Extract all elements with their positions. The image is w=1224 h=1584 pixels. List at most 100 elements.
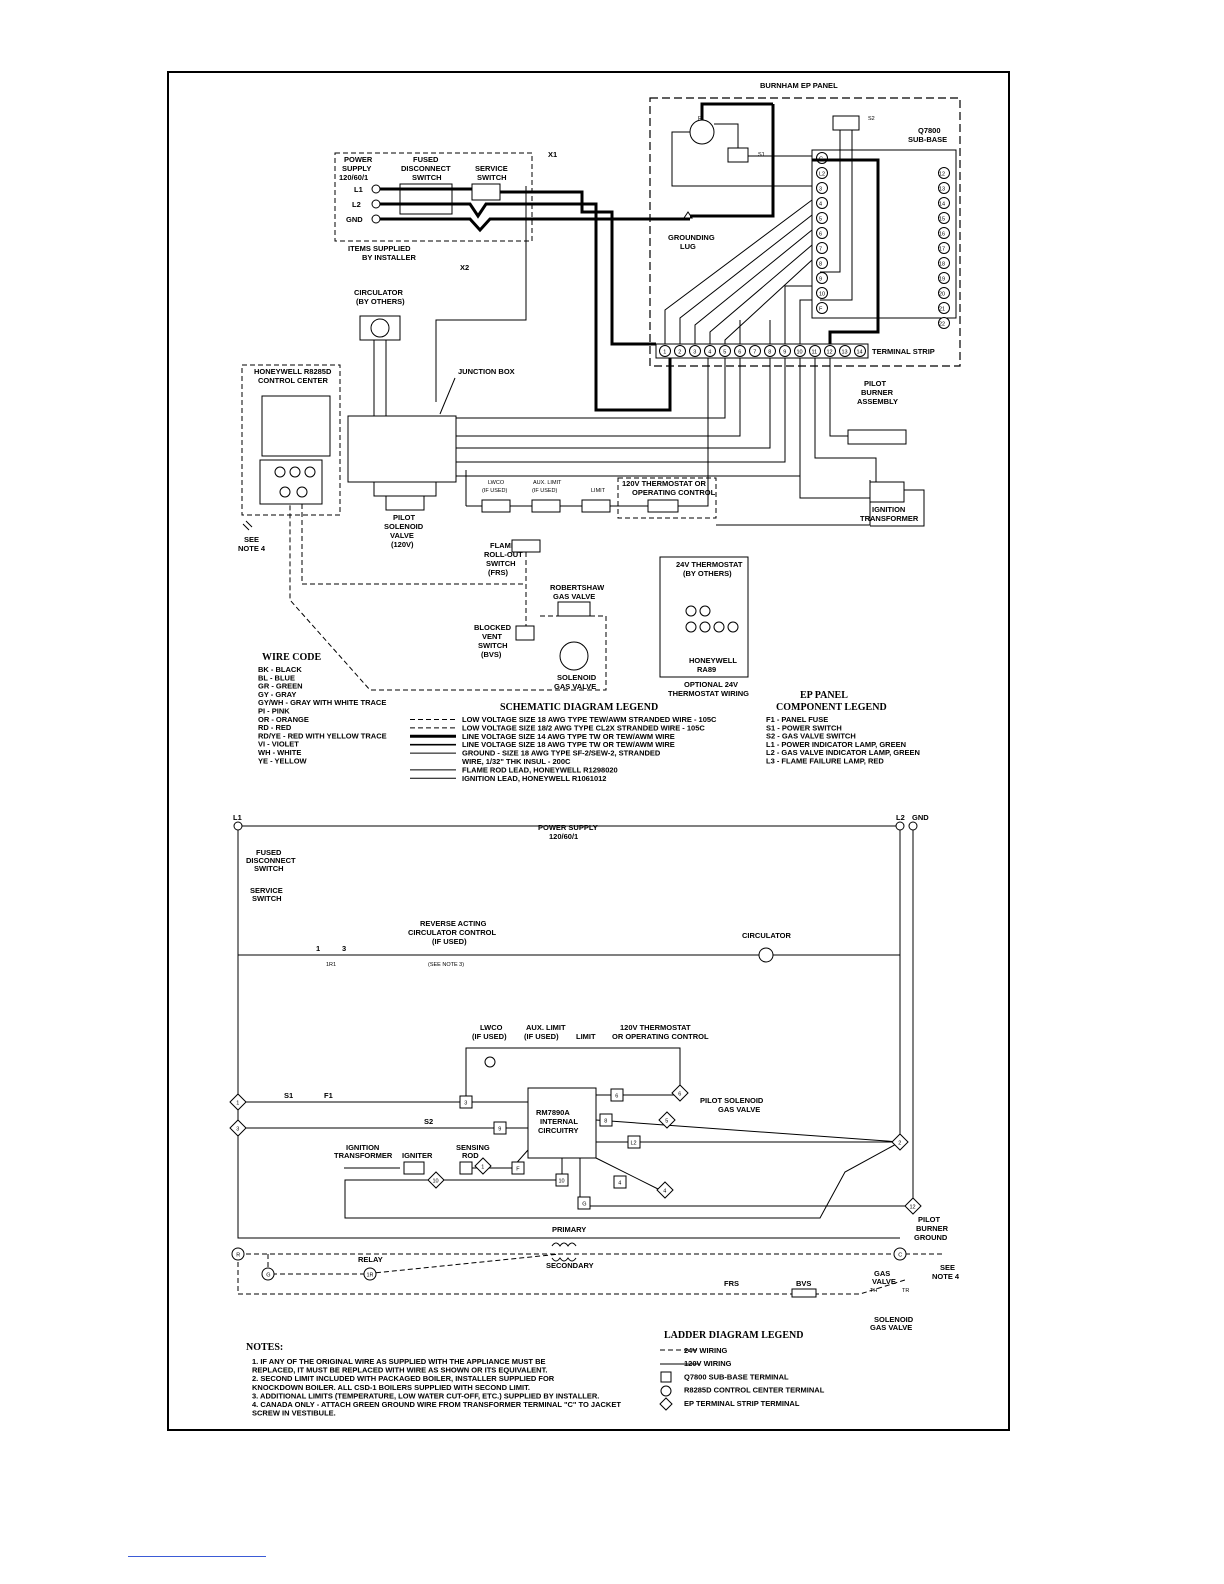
ladder-lwco-label: LWCO — [480, 1023, 503, 1032]
note-line: 1. IF ANY OF THE ORIGINAL WIRE AS SUPPLI… — [252, 1357, 546, 1366]
strip-terminal — [824, 345, 836, 357]
r8285d-terminal-c — [279, 486, 291, 498]
strip-terminal — [734, 345, 746, 357]
q7800-left-terminal-label: 7 — [819, 247, 822, 253]
ra89-terminal-4 — [727, 621, 739, 633]
ep-legend-item: L3 - FLAME FAILURE LAMP, RED — [766, 757, 884, 766]
r8285d-terminal-circle — [893, 1247, 907, 1261]
ep-terminal-number: 5 — [665, 1119, 668, 1125]
ep-legend-title: EP PANEL — [800, 690, 848, 701]
items-supplied-label: ITEMS SUPPLIED — [348, 244, 411, 253]
see-note-3-label: (SEE NOTE 3) — [428, 962, 464, 968]
bvs-label-4: (BVS) — [481, 650, 502, 659]
r8285d-terminal-g — [296, 486, 308, 498]
q7800-left-terminal — [816, 182, 828, 194]
q7800-left-terminal-label: 10 — [819, 292, 825, 298]
pilot-burner-label: PILOT — [864, 379, 887, 388]
x2-label: X2 — [460, 263, 469, 272]
strip-terminal — [674, 345, 686, 357]
rm7890a-circuitry: CIRCUITRY — [538, 1126, 579, 1135]
q7800-terminal-square — [627, 1135, 641, 1149]
q7800-sublabel: SUB-BASE — [908, 135, 947, 144]
strip-terminal — [659, 345, 671, 357]
ladder-aux-if-used: (IF USED) — [524, 1032, 559, 1041]
strip-terminal-label: 10 — [797, 350, 803, 356]
r8285d-terminal-circle — [231, 1247, 245, 1261]
panel-internal-wires — [671, 123, 853, 301]
r8285d-sublabel: CONTROL CENTER — [258, 376, 328, 385]
q7800-left-terminal — [816, 197, 828, 209]
flame-rod-lead — [814, 358, 877, 482]
bk-return-wire — [716, 480, 871, 526]
ep-legend: EP PANEL COMPONENT LEGEND F1 - PANEL FUS… — [766, 690, 920, 766]
q7800-right-terminal-label: 13 — [939, 187, 945, 193]
strip-terminal — [809, 345, 821, 357]
ladder-fused-label: FUSED — [256, 848, 282, 857]
strip-terminal — [704, 345, 716, 357]
top-lwco-if-used: (IF USED) — [482, 488, 508, 494]
ladder-switch-label: SWITCH — [254, 864, 284, 873]
robertshaw-gas-valve-label: GAS VALVE — [553, 592, 595, 601]
footer-link-underline — [128, 1556, 266, 1557]
limit-switch-icon — [581, 499, 611, 513]
q7800-right-terminal — [938, 227, 950, 239]
r8285d-terminal-number: 1R — [367, 1273, 374, 1279]
ladder-ignition-label: IGNITION — [346, 1143, 379, 1152]
optional-24v-label: OPTIONAL 24V — [684, 680, 738, 689]
note-line: KNOCKDOWN BOILER. ALL CSD-1 BOILERS SUPP… — [252, 1383, 530, 1392]
q7800-left-terminal-label: L2 — [819, 172, 825, 178]
terminal-strip-label: TERMINAL STRIP — [872, 347, 935, 356]
schematic-legend-item: LINE VOLTAGE SIZE 18 AWG TYPE TW OR TEW/… — [462, 740, 675, 749]
ps-l1-label: L1 — [354, 185, 363, 194]
q7800-left-terminal — [816, 227, 828, 239]
strip-terminal — [764, 345, 776, 357]
rod-label: ROD — [462, 1151, 479, 1160]
ladder-pilot-solenoid-label: PILOT SOLENOID — [700, 1096, 764, 1105]
q7800-left-terminal — [816, 302, 828, 314]
l2-terminal — [371, 199, 381, 209]
ep-panel: BURNHAM EP PANEL F1 S1 S2 Q7800 SUB-BASE… — [649, 81, 961, 367]
sensing-rod-icon — [459, 1161, 473, 1175]
ep-legend-item: S1 - POWER SWITCH — [766, 723, 842, 732]
frs-label-4: (FRS) — [488, 568, 508, 577]
strip-terminal — [749, 345, 761, 357]
ladder-legend-title: LADDER DIAGRAM LEGEND — [664, 1330, 803, 1341]
ladder-power-supply-label: POWER SUPPLY — [538, 823, 598, 832]
strip-terminal — [689, 345, 701, 357]
power-supply-label-2: SUPPLY — [342, 164, 371, 173]
igniter-icon — [403, 1161, 425, 1175]
frs-switch-icon — [511, 539, 541, 553]
switch-s2-icon — [832, 115, 860, 131]
q7800-right-terminal — [938, 302, 950, 314]
ladder-rails — [237, 825, 914, 1239]
gnd-feed-wire — [380, 217, 690, 233]
t-terminal-1 — [685, 605, 697, 617]
circulator: CIRCULATOR (BY OTHERS) — [354, 288, 405, 482]
panel-ground-wire — [690, 102, 775, 218]
q7800-right-terminal-label: 19 — [939, 277, 945, 283]
ladder-service-label: SERVICE — [250, 886, 283, 895]
frs-label-3: SWITCH — [486, 559, 516, 568]
fuse-f1-icon — [689, 119, 715, 145]
ep-terminal-number: 3 — [236, 1127, 239, 1133]
q7800-terminal-square — [555, 1173, 569, 1187]
strip-terminal-label: 12 — [827, 350, 833, 356]
schematic-legend-item: IGNITION LEAD, HONEYWELL R1061012 — [462, 774, 606, 783]
ladder-legend-item: Q7800 SUB-BASE TERMINAL — [684, 1372, 789, 1381]
ladder-gas-label: GAS — [874, 1269, 890, 1278]
q7800-left-terminal-label: 9 — [819, 277, 822, 283]
ladder-gnd-terminal — [908, 821, 918, 831]
switch-s1-icon — [727, 147, 749, 163]
ladder-frs-label: FRS — [724, 1279, 739, 1288]
r8285d-control-center: HONEYWELL R8285D CONTROL CENTER SEE NOTE… — [238, 364, 341, 553]
ep-terminal-number: 2 — [898, 1141, 901, 1147]
q7800-right-terminal-label: 16 — [939, 232, 945, 238]
circulator-control-label: CIRCULATOR CONTROL — [408, 928, 496, 937]
q7800-terminal-number: 10 — [559, 1179, 565, 1185]
bvs-switch-icon — [515, 625, 535, 641]
top-aux-if-used: (IF USED) — [532, 488, 558, 494]
note-line: SCREW IN VESTIBULE. — [252, 1409, 336, 1418]
